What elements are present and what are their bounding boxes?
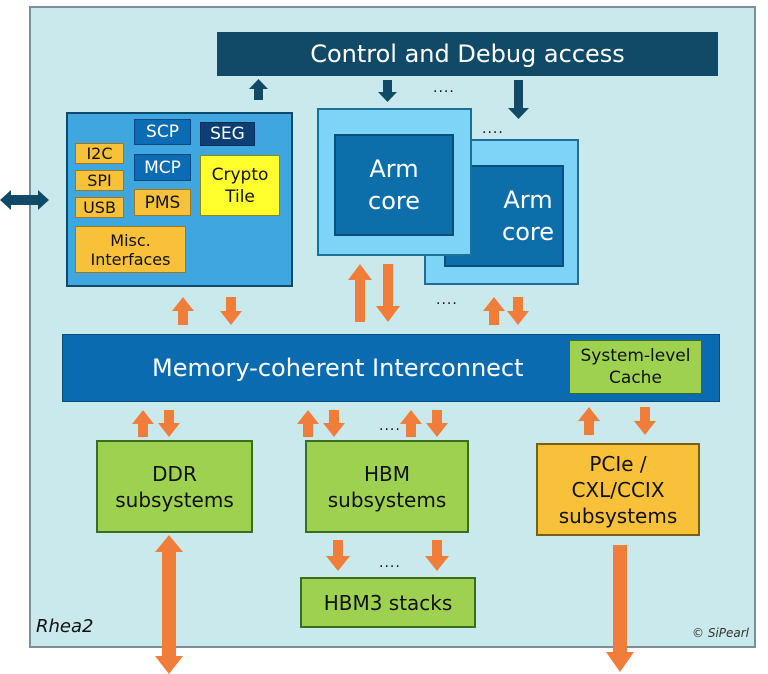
arrow-up-core-front	[348, 264, 372, 322]
arrow-down-hbm-1	[323, 410, 345, 437]
system-level-cache: System-level Cache	[569, 340, 702, 394]
arrow-up-ddr	[132, 410, 154, 437]
hbm-dots-top: ....	[379, 418, 401, 434]
arrow-down-hbm3-2	[425, 540, 449, 571]
arrow-ddr-external	[155, 535, 183, 674]
arrow-down-hbm-2	[426, 410, 448, 437]
hbm-dots-bottom: ....	[379, 555, 401, 571]
arrow-up-hbm-2	[400, 410, 422, 437]
usb-block: USB	[75, 197, 124, 218]
crypto-tile-block: Crypto Tile	[200, 155, 280, 216]
arrow-up-hbm-1	[297, 410, 319, 437]
i2c-block: I2C	[75, 143, 124, 164]
copyright-label: © SiPearl	[692, 626, 750, 640]
seg-block: SEG	[200, 122, 255, 146]
arrow-down-pcie	[634, 407, 656, 435]
arrow-down-to-core-back	[508, 80, 529, 119]
arm-core-front: Arm core	[334, 134, 454, 236]
interconnect-label: Memory-coherent Interconnect	[152, 354, 524, 382]
hbm-subsystems: HBM subsystems	[305, 440, 469, 533]
core-dots-bottom: ....	[436, 292, 458, 308]
scp-block: SCP	[134, 119, 191, 145]
control-debug-bar: Control and Debug access	[217, 32, 718, 76]
arrow-down-soc	[220, 297, 242, 325]
mcp-block: MCP	[134, 154, 191, 181]
arrow-up-from-soc	[249, 79, 268, 100]
arrow-down-core-back	[507, 297, 529, 325]
arrow-down-ddr	[158, 410, 180, 437]
misc-interfaces-block: Misc. Interfaces	[75, 226, 186, 273]
arrow-down-hbm3-1	[326, 540, 350, 571]
arrow-down-core-front	[376, 264, 400, 322]
pms-block: PMS	[134, 189, 191, 216]
arrow-down-to-core	[378, 80, 397, 102]
spi-block: SPI	[75, 170, 124, 191]
chip-name-label: Rhea2	[36, 616, 94, 637]
arrow-pcie-external	[606, 545, 634, 672]
arrow-bidirectional-external	[0, 190, 49, 210]
ddr-subsystems: DDR subsystems	[96, 440, 253, 533]
arrow-up-pcie	[578, 407, 600, 435]
core-dots-corner: ....	[482, 121, 504, 137]
arrow-up-core-back	[483, 297, 505, 325]
hbm3-stacks: HBM3 stacks	[300, 577, 476, 628]
arrow-up-soc	[172, 297, 194, 325]
pcie-cxl-ccix-subsystems: PCIe / CXL/CCIX subsystems	[536, 443, 700, 536]
core-dots-top: ....	[433, 80, 455, 96]
